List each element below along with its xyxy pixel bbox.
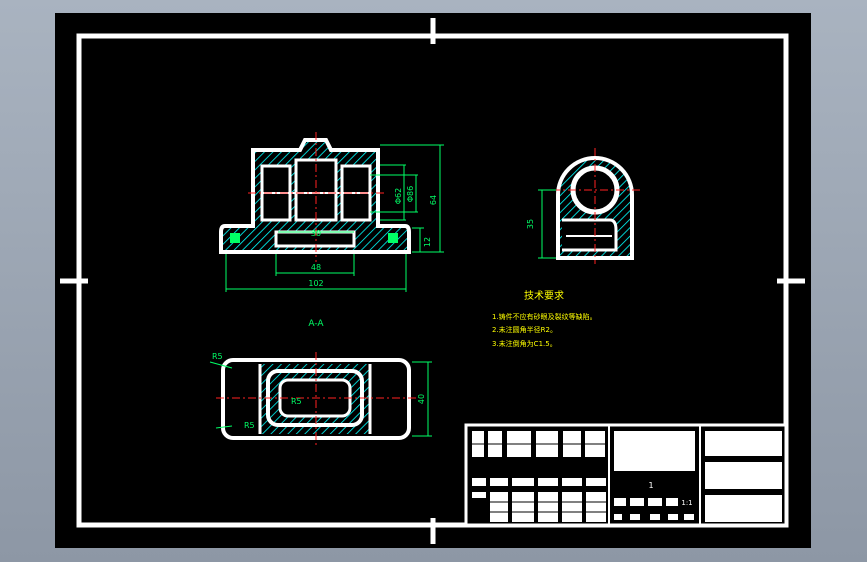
title-center-mark: 1	[648, 481, 653, 490]
dim-r5-top: R5	[212, 352, 223, 361]
section-view: A-A R5 R5 R5 40	[209, 319, 432, 446]
tech-item-3: 3.未注倒角为C1.5。	[492, 339, 557, 348]
side-view: 35	[526, 148, 640, 264]
dim-height-40: 40	[417, 394, 426, 404]
dim-width-30: 30	[311, 229, 321, 238]
tech-title: 技术要求	[524, 289, 564, 302]
dim-width-48: 48	[311, 263, 321, 272]
tech-item-1: 1.铸件不应有砂眼及裂纹等缺陷。	[492, 312, 597, 321]
bolt-hole-right	[388, 233, 398, 243]
dim-phi62: Φ62	[394, 188, 403, 204]
title-scale: 1:1	[681, 499, 692, 507]
dim-r5-bottom: R5	[244, 421, 255, 430]
dim-phi86: Φ86	[406, 186, 415, 202]
tech-requirements: 技术要求 1.铸件不应有砂眼及裂纹等缺陷。 2.未注圆角半径R2。 3.未注倒角…	[492, 289, 597, 348]
tech-item-2: 2.未注圆角半径R2。	[492, 325, 557, 334]
dim-height-64: 64	[429, 195, 438, 205]
dim-r5-inner: R5	[291, 397, 302, 406]
dim-height-12: 12	[423, 237, 432, 247]
bolt-hole-left	[230, 233, 240, 243]
front-view: Φ62 Φ86 64 12 30 48 102	[219, 132, 444, 292]
dim-height-35: 35	[526, 219, 535, 229]
dim-width-102: 102	[308, 279, 323, 288]
section-label: A-A	[308, 319, 324, 329]
title-block: 1 1:1	[464, 423, 788, 527]
centering-marks	[60, 18, 805, 544]
